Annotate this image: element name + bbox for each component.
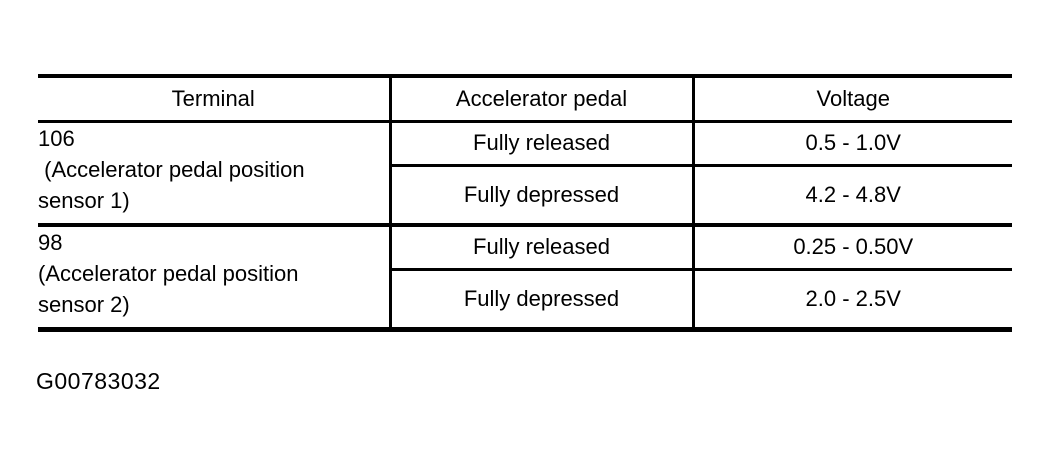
terminal-cell-98: 98 (Accelerator pedal position sensor 2) [38, 225, 390, 332]
table-row: 98 (Accelerator pedal position sensor 2)… [38, 225, 1012, 332]
terminal-description-line1: (Accelerator pedal position [38, 261, 299, 286]
table-header-row: Terminal Accelerator pedal Voltage [38, 74, 1012, 123]
table-row: 106 (Accelerator pedal position sensor 1… [38, 121, 1012, 227]
voltage-value-cell: 0.5 - 1.0V [691, 121, 1012, 167]
terminal-description-line1: (Accelerator pedal position [38, 156, 305, 182]
table-row: Fully depressed 2.0 - 2.5V [38, 269, 1012, 332]
column-header-terminal: Terminal [38, 74, 390, 123]
voltage-value-cell: 0.25 - 0.50V [691, 225, 1012, 271]
terminal-cell-106: 106 (Accelerator pedal position sensor 1… [38, 121, 390, 227]
pedal-state-cell: Fully released [388, 121, 693, 167]
column-header-voltage: Voltage [691, 74, 1012, 123]
voltage-value-cell: 4.2 - 4.8V [691, 165, 1012, 227]
pedal-state-cell: Fully released [388, 225, 693, 271]
terminal-number: 106 [38, 125, 75, 151]
terminal-number: 98 [38, 230, 63, 255]
table-row: Fully depressed 4.2 - 4.8V [38, 165, 1012, 227]
terminal-description-line2: sensor 1) [38, 187, 130, 213]
terminal-description-line2: sensor 2) [38, 292, 130, 317]
figure-id: G00783032 [36, 368, 161, 394]
pedal-state-cell: Fully depressed [388, 269, 693, 332]
pedal-state-cell: Fully depressed [388, 165, 693, 227]
column-header-accelerator-pedal: Accelerator pedal [388, 74, 693, 123]
sensor-voltage-table: Terminal Accelerator pedal Voltage 106 (… [38, 74, 1012, 332]
voltage-value-cell: 2.0 - 2.5V [691, 269, 1012, 332]
